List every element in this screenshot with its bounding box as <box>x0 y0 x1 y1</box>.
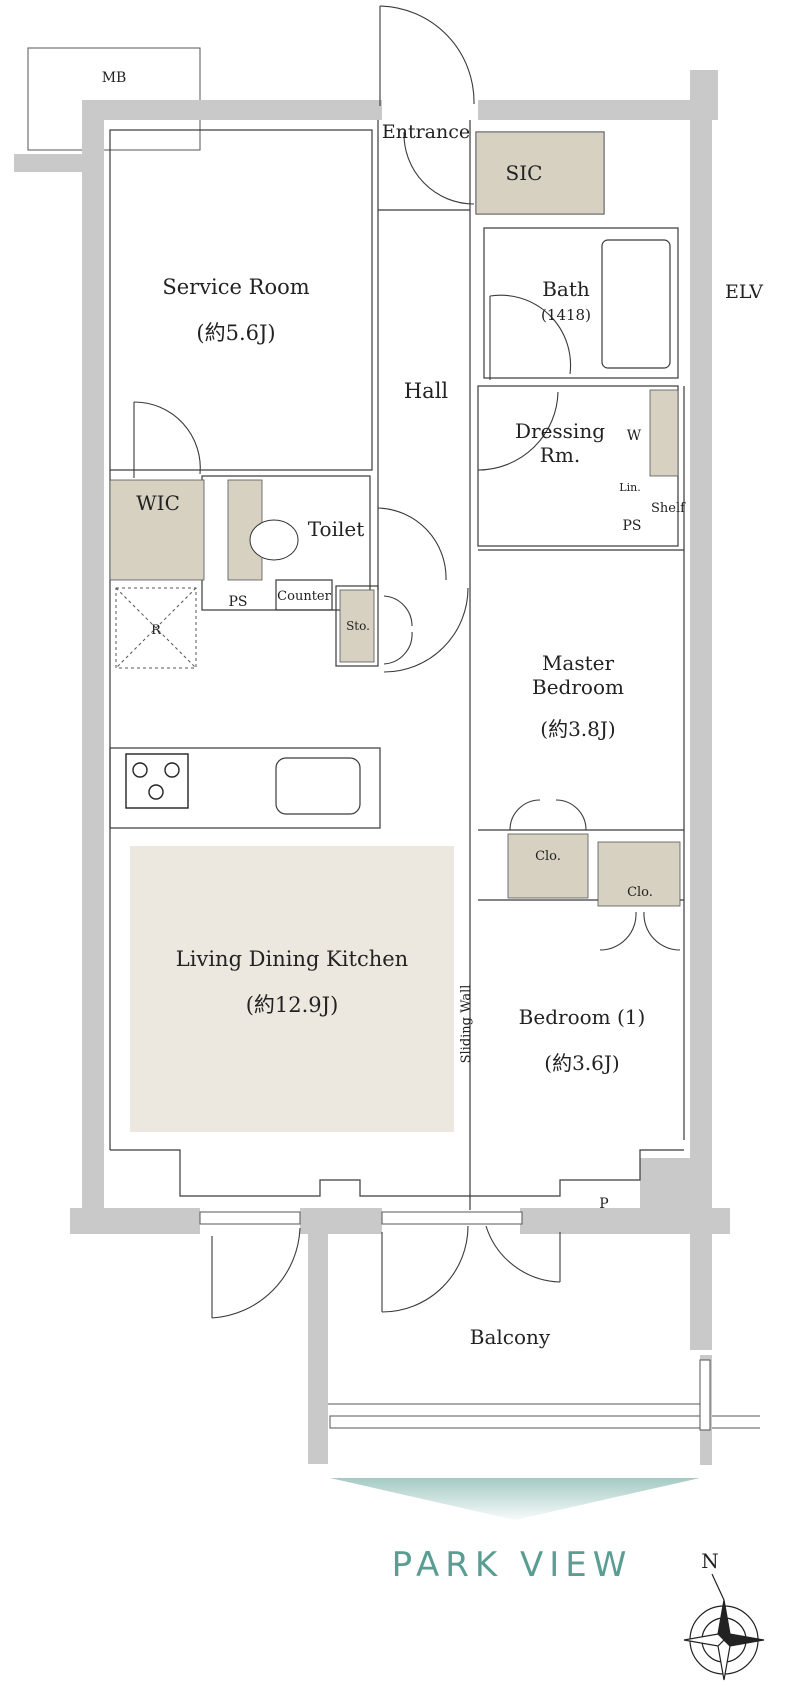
fridge-label: R <box>151 623 162 638</box>
fridge-box <box>115 587 197 669</box>
windows <box>199 1211 711 1431</box>
mb-label: MB <box>102 70 127 86</box>
master-label-2: Bedroom <box>532 675 624 699</box>
compass-rose-icon <box>683 1573 765 1681</box>
storage-fills <box>109 131 681 907</box>
w-label: W <box>627 428 642 444</box>
stove-icon <box>125 753 189 809</box>
door-swings <box>133 5 681 1319</box>
outer-walls <box>70 70 730 1465</box>
master-label-1: Master <box>542 651 615 675</box>
bath-size: (1418) <box>541 306 591 324</box>
bedroom1-size: (約3.6J) <box>544 1051 619 1075</box>
ps-left-label: PS <box>228 594 247 610</box>
elv-label: ELV <box>725 281 763 303</box>
sto-storage <box>339 589 375 663</box>
p-label: P <box>599 1196 608 1212</box>
clo-left-storage <box>507 833 589 899</box>
bedroom1-label: Bedroom (1) <box>519 1005 646 1029</box>
dressing-label-1: Dressing <box>515 419 605 443</box>
master-size: (約3.8J) <box>540 717 615 741</box>
toilet-label: Toilet <box>308 517 365 541</box>
sto-label: Sto. <box>346 619 370 633</box>
lin-label: Lin. <box>619 481 640 494</box>
wic-label: WIC <box>136 491 180 515</box>
balcony-outline <box>328 1403 760 1429</box>
ldk-label: Living Dining Kitchen <box>176 947 408 971</box>
ps-right-label: PS <box>622 518 641 534</box>
clo-right-label: Clo. <box>627 885 653 900</box>
dressing-storage <box>649 389 679 477</box>
ldk-size: (約12.9J) <box>246 993 339 1017</box>
sic-storage <box>475 131 605 215</box>
service-room-label: Service Room <box>162 275 309 299</box>
mb-wall <box>14 154 82 172</box>
clo-right-storage <box>597 841 681 907</box>
park-view-label: PARK VIEW <box>392 1545 633 1585</box>
entrance-label: Entrance <box>382 121 470 143</box>
balcony-label: Balcony <box>470 1325 551 1349</box>
ldk-floor <box>130 846 454 1132</box>
clo-left-label: Clo. <box>535 849 561 864</box>
labels: MB Entrance SIC ELV Service Room (約5.6J)… <box>102 70 764 1585</box>
sliding-wall-label: Sliding Wall <box>459 985 474 1064</box>
mb-box <box>27 47 201 151</box>
bath-label: Bath <box>542 277 590 301</box>
shelf-label: Shelf <box>651 501 686 516</box>
counter-label: Counter <box>277 589 331 604</box>
toilet-bowl-icon <box>249 519 299 561</box>
hall-label: Hall <box>404 379 449 403</box>
wic-storage <box>109 479 205 581</box>
park-view-arrow <box>330 1478 700 1520</box>
dressing-label-2: Rm. <box>540 443 580 467</box>
sic-label: SIC <box>506 161 543 185</box>
service-room-size: (約5.6J) <box>196 321 275 345</box>
compass-north-label: N <box>701 1549 719 1573</box>
